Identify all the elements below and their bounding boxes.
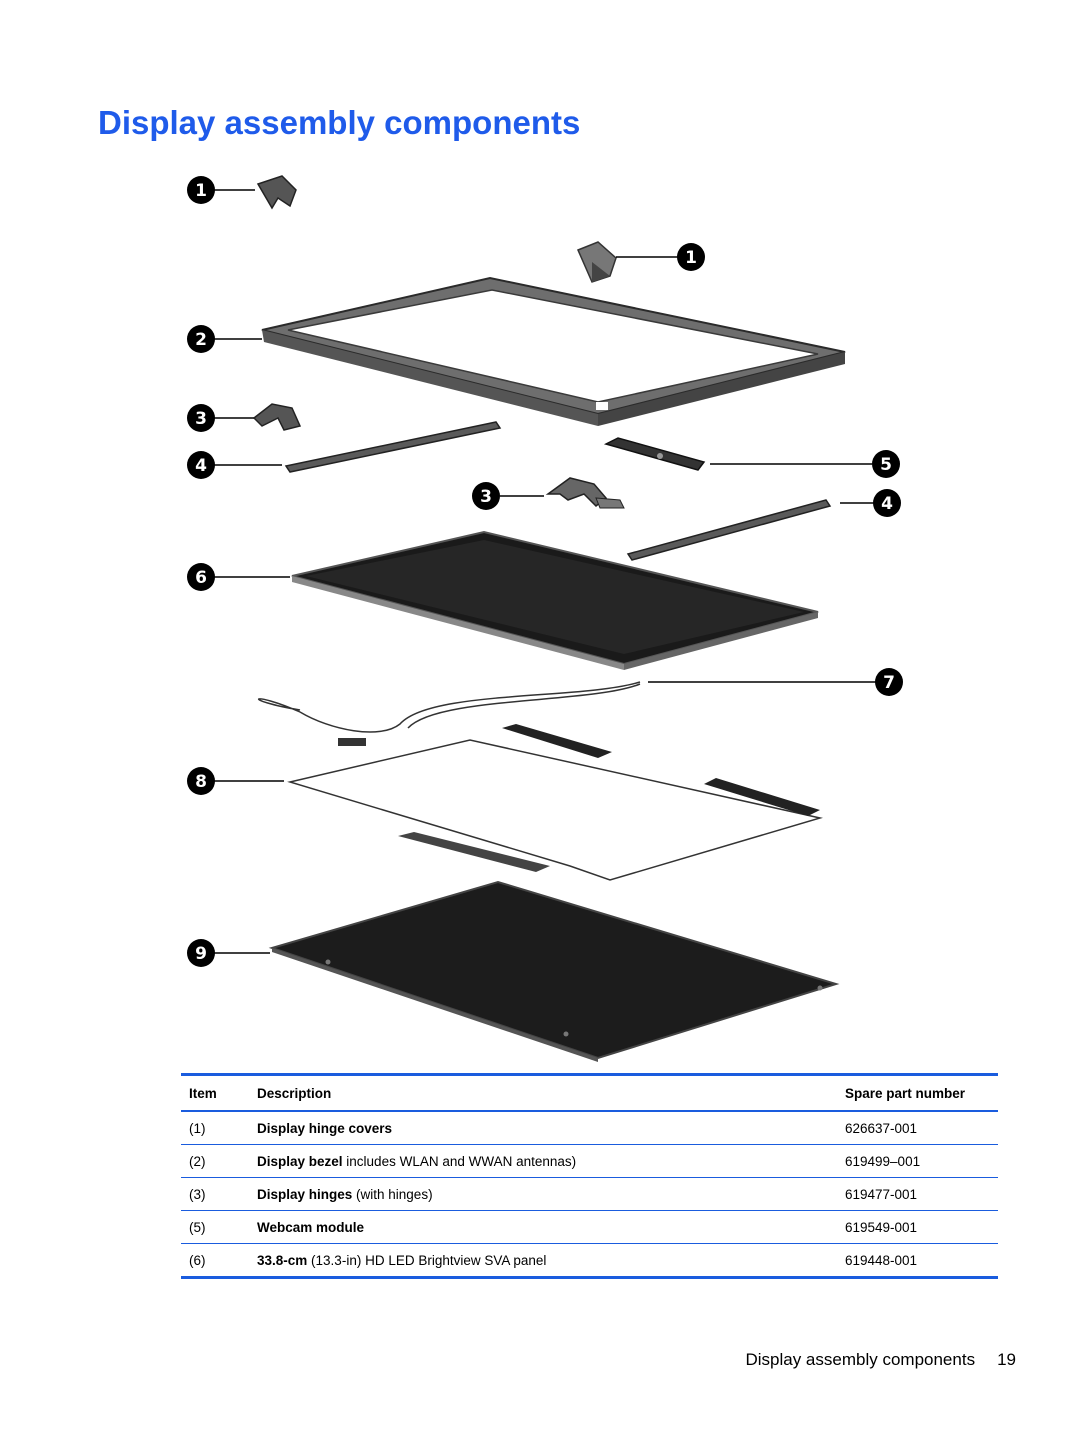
table-row: (2) Display bezel includes WLAN and WWAN… bbox=[181, 1145, 998, 1178]
item-number: (1) bbox=[189, 1120, 206, 1136]
description: Display hinges (with hinges) bbox=[249, 1178, 837, 1211]
table-row: (1) Display hinge covers 626637-001 bbox=[181, 1111, 998, 1145]
table-row: (6) 33.8-cm (13.3-in) HD LED Brightview … bbox=[181, 1244, 998, 1278]
callout-number: 3 bbox=[195, 409, 207, 429]
callout-1b: 1 bbox=[677, 243, 705, 271]
callout-3b: 3 bbox=[472, 482, 500, 510]
leader-lines bbox=[214, 189, 876, 954]
callout-4b: 4 bbox=[873, 489, 901, 517]
callout-number: 6 bbox=[195, 568, 207, 588]
table-row: (3) Display hinges (with hinges) 619477-… bbox=[181, 1178, 998, 1211]
display-bracket-left bbox=[284, 421, 502, 473]
description-bold: Display bezel bbox=[257, 1153, 343, 1169]
callout-number: 4 bbox=[195, 456, 207, 476]
display-hinge-left bbox=[252, 403, 302, 431]
description-bold: Webcam module bbox=[257, 1219, 365, 1235]
description-bold: 33.8-cm bbox=[257, 1252, 308, 1268]
callout-4a: 4 bbox=[187, 451, 215, 479]
callout-number: 5 bbox=[880, 455, 892, 475]
item-number: (3) bbox=[189, 1186, 206, 1202]
description-rest: includes WLAN and WWAN antennas) bbox=[342, 1153, 577, 1169]
header-spare-part-number: Spare part number bbox=[845, 1085, 966, 1101]
webcam-module bbox=[603, 437, 706, 471]
callout-number: 1 bbox=[195, 181, 207, 201]
spare-part-number: 619549-001 bbox=[845, 1219, 918, 1235]
callout-number: 2 bbox=[195, 330, 207, 350]
display-bezel bbox=[261, 276, 846, 426]
display-cable-and-antennas bbox=[258, 681, 823, 881]
hinge-cover-right bbox=[577, 241, 617, 283]
description: Display bezel includes WLAN and WWAN ant… bbox=[249, 1145, 837, 1178]
callout-7: 7 bbox=[875, 668, 903, 696]
spare-part-number: 619477-001 bbox=[845, 1186, 918, 1202]
callout-number: 1 bbox=[685, 248, 697, 268]
table-header-row: Item Description Spare part number bbox=[181, 1074, 998, 1111]
item-number: (5) bbox=[189, 1219, 206, 1235]
callout-8: 8 bbox=[187, 767, 215, 795]
description: 33.8-cm (13.3-in) HD LED Brightview SVA … bbox=[249, 1244, 837, 1278]
item-number: (6) bbox=[189, 1252, 206, 1268]
header-description: Description bbox=[257, 1085, 332, 1101]
spare-part-number: 619448-001 bbox=[845, 1252, 918, 1268]
description: Webcam module bbox=[249, 1211, 837, 1244]
description: Display hinge covers bbox=[249, 1111, 837, 1145]
callout-number: 8 bbox=[195, 772, 207, 792]
description-bold: Display hinges bbox=[257, 1186, 353, 1202]
display-panel bbox=[291, 530, 819, 670]
spare-part-number: 619499–001 bbox=[845, 1153, 921, 1169]
spare-parts-table: Item Description Spare part number (1) D… bbox=[181, 1073, 998, 1279]
callout-number: 9 bbox=[195, 944, 207, 964]
callout-1a: 1 bbox=[187, 176, 215, 204]
header-item: Item bbox=[189, 1085, 217, 1101]
display-bracket-right bbox=[626, 499, 832, 561]
exploded-view-figure: 1 1 2 3 4 5 3 4 6 7 8 9 bbox=[187, 175, 903, 1062]
callout-number: 4 bbox=[881, 494, 893, 514]
callout-number: 3 bbox=[480, 487, 492, 507]
description-rest: (13.3-in) HD LED Brightview SVA panel bbox=[307, 1252, 547, 1268]
table-row: (5) Webcam module 619549-001 bbox=[181, 1211, 998, 1244]
display-back-cover bbox=[268, 880, 840, 1062]
callout-6: 6 bbox=[187, 563, 215, 591]
hinge-cover-left bbox=[256, 175, 297, 210]
callout-number: 7 bbox=[883, 673, 895, 693]
page-title: Display assembly components bbox=[98, 104, 581, 141]
description-bold: Display hinge covers bbox=[257, 1120, 393, 1136]
description-rest: (with hinges) bbox=[352, 1186, 433, 1202]
page-number: 19 bbox=[997, 1350, 1016, 1369]
callout-2: 2 bbox=[187, 325, 215, 353]
callout-5: 5 bbox=[872, 450, 900, 478]
callout-markers: 1 1 2 3 4 5 3 4 6 7 8 9 bbox=[187, 176, 903, 967]
spare-part-number: 626637-001 bbox=[845, 1120, 918, 1136]
callout-3a: 3 bbox=[187, 404, 215, 432]
item-number: (2) bbox=[189, 1153, 206, 1169]
footer-section-title: Display assembly components bbox=[745, 1350, 976, 1369]
page-footer: Display assembly components 19 bbox=[745, 1350, 1016, 1370]
callout-9: 9 bbox=[187, 939, 215, 967]
display-hinge-right bbox=[545, 477, 625, 509]
